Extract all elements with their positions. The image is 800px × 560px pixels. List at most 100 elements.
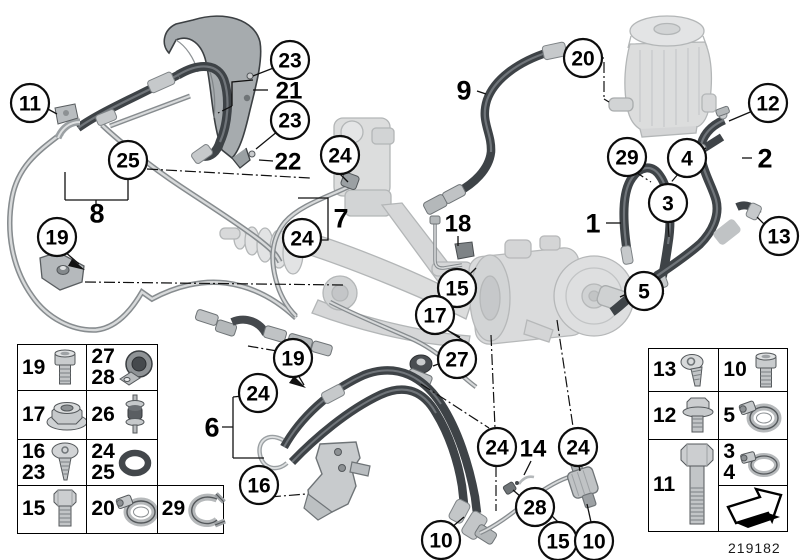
callout-8-2[interactable]: 8 (89, 199, 104, 229)
callout-24-26[interactable]: 24 (237, 372, 279, 414)
part-cell-29[interactable]: 29 (156, 485, 227, 535)
diagram-number: 219182 (728, 540, 781, 556)
part-number: 20 (91, 497, 115, 521)
callout-28-32[interactable]: 28 (514, 486, 556, 528)
part-number: 15 (22, 497, 46, 521)
part-number: 4 (723, 460, 736, 484)
callout-3-17[interactable]: 3 (647, 182, 689, 224)
svg-text:6: 6 (204, 413, 219, 443)
callout-24-8[interactable]: 24 (319, 134, 361, 176)
callout-24-10[interactable]: 24 (281, 217, 323, 259)
callout-25-1[interactable]: 25 (107, 139, 149, 181)
torx-screw-icon (45, 442, 85, 484)
callout-10-35[interactable]: 10 (573, 520, 615, 560)
part-cell-19[interactable]: 19 (17, 344, 88, 392)
svg-text:16: 16 (247, 475, 270, 498)
pipe-18 (429, 215, 475, 270)
part-number: 12 (653, 403, 677, 427)
long-hex-bolt-icon (675, 442, 719, 528)
part-number: 27 (91, 345, 115, 369)
svg-text:20: 20 (571, 48, 594, 71)
callout-12-13[interactable]: 12 (747, 82, 789, 124)
svg-text:18: 18 (445, 211, 472, 238)
expansion-pipe (270, 172, 360, 318)
spring-clip-icon (185, 491, 229, 529)
heat-shield (163, 15, 262, 169)
svg-text:12: 12 (756, 93, 779, 116)
part-cell-11[interactable]: 11 (648, 438, 720, 533)
svg-text:24: 24 (246, 383, 270, 406)
part-cell-5[interactable]: 5 (718, 391, 789, 441)
svg-text:8: 8 (89, 199, 104, 229)
callout-7-9[interactable]: 7 (333, 204, 348, 234)
callout-18-21[interactable]: 18 (445, 211, 472, 238)
svg-text:9: 9 (456, 76, 471, 106)
callout-23-4[interactable]: 23 (269, 39, 311, 81)
direction-arrow-icon (723, 486, 785, 532)
svg-text:5: 5 (638, 281, 650, 304)
socket-head-bolt-icon (45, 348, 85, 388)
o-ring-icon (115, 448, 156, 478)
callout-10-33[interactable]: 10 (420, 519, 462, 560)
svg-text:24: 24 (328, 145, 352, 168)
flange-nut-icon (45, 397, 89, 433)
part-number: 24 (91, 440, 115, 464)
callout-23-6[interactable]: 23 (269, 99, 311, 141)
pipe-bracket-left (39, 251, 85, 291)
callout-17-23[interactable]: 17 (414, 294, 456, 336)
callout-13-19[interactable]: 13 (758, 215, 800, 257)
svg-text:14: 14 (520, 436, 547, 463)
svg-text:28: 28 (523, 497, 547, 520)
callout-19-25[interactable]: 19 (272, 337, 314, 379)
callout-22-7[interactable]: 22 (275, 149, 302, 176)
callout-14-30[interactable]: 14 (520, 436, 547, 463)
callout-27-24[interactable]: 27 (436, 338, 478, 380)
part-number: 28 (91, 366, 115, 389)
part-cell-10[interactable]: 10 (718, 348, 789, 393)
callout-4-15[interactable]: 4 (666, 137, 708, 179)
part-number: 23 (22, 460, 46, 484)
part-number: 13 (653, 358, 677, 382)
socket-head-bolt-icon (747, 351, 786, 391)
part-cell-arrow[interactable] (718, 485, 789, 533)
callout-11-0[interactable]: 11 (9, 82, 51, 124)
part-cell-20[interactable]: 20 (86, 485, 159, 535)
callout-19-3[interactable]: 19 (36, 216, 78, 258)
svg-text:13: 13 (767, 226, 790, 249)
callout-6-27[interactable]: 6 (204, 413, 219, 443)
callout-2-16[interactable]: 2 (757, 144, 772, 174)
part-cell-17[interactable]: 17 (17, 390, 89, 441)
callout-9-11[interactable]: 9 (456, 76, 471, 106)
part-number: 16 (22, 440, 46, 464)
callout-15-22[interactable]: 15 (436, 267, 478, 309)
part-cell-26[interactable]: 26 (86, 390, 159, 441)
part-cell-12[interactable]: 12 (648, 391, 720, 441)
part-number: 17 (22, 403, 46, 427)
hose-clamp-small-icon (735, 445, 785, 481)
callout-20-12[interactable]: 20 (562, 37, 604, 79)
svg-text:7: 7 (333, 204, 348, 234)
callout-24-29[interactable]: 24 (476, 426, 518, 468)
svg-text:1: 1 (585, 209, 600, 239)
callout-29-14[interactable]: 29 (606, 136, 648, 178)
svg-text:15: 15 (546, 531, 570, 554)
callout-15-34[interactable]: 15 (537, 520, 579, 560)
callout-16-28[interactable]: 16 (238, 464, 280, 506)
svg-text:24: 24 (566, 437, 590, 460)
callout-24-31[interactable]: 24 (557, 426, 599, 468)
part-cell-13[interactable]: 13 (648, 348, 720, 393)
part-number: 26 (91, 403, 115, 427)
svg-text:22: 22 (275, 149, 302, 176)
svg-text:25: 25 (116, 150, 140, 173)
callout-5-20[interactable]: 5 (623, 270, 665, 312)
power-steering-pump (468, 235, 635, 345)
svg-text:17: 17 (423, 305, 446, 328)
callout-1-18[interactable]: 1 (585, 209, 600, 239)
part-cell-15[interactable]: 15 (17, 485, 88, 535)
svg-text:29: 29 (615, 147, 638, 170)
